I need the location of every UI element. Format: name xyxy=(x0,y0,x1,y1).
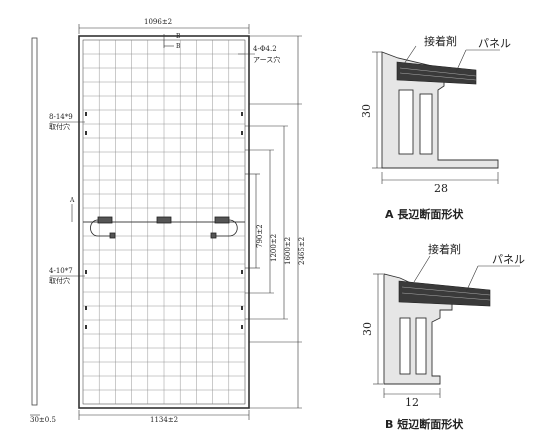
dim-1600: 1600±2 xyxy=(284,237,292,265)
section-b-dims xyxy=(373,255,520,398)
ground-holes-label: 4-Φ4.2 xyxy=(253,45,277,53)
section-a-glass xyxy=(396,61,477,85)
mount-holes-lower-text: 取付穴 xyxy=(49,276,70,285)
dimension-lines xyxy=(30,24,302,420)
section-a-height: 30 xyxy=(360,104,373,118)
side-view xyxy=(31,37,38,406)
section-mark-side: A xyxy=(69,197,75,204)
section-b-height: 30 xyxy=(361,322,374,336)
dim-2465: 2465±2 xyxy=(298,237,306,265)
section-a-width: 28 xyxy=(434,182,448,195)
ground-holes-text: アース穴 xyxy=(253,55,280,64)
junction-boxes xyxy=(90,216,238,239)
dim-790: 790±2 xyxy=(256,224,264,248)
section-b-caption: B 短辺断面形状 xyxy=(385,418,464,431)
top-width-label: 1096±2 xyxy=(144,18,172,26)
section-a-caption: A 長辺断面形状 xyxy=(385,208,464,221)
mount-holes xyxy=(85,112,243,329)
mount-holes-upper: 8-14*9 xyxy=(49,113,73,121)
section-a-adhesive: 接着剤 xyxy=(424,34,457,48)
mount-holes-upper-text: 取付穴 xyxy=(49,122,70,131)
section-b-adhesive: 接着剤 xyxy=(428,242,461,256)
dim-1200: 1200±2 xyxy=(270,234,278,262)
bottom-width-label: 1134±2 xyxy=(150,416,178,424)
section-a-panel: パネル xyxy=(478,37,511,50)
thickness-label: 30±0.5 xyxy=(30,416,56,424)
section-b-panel: パネル xyxy=(492,253,525,266)
section-mark-top: B xyxy=(176,33,181,40)
mount-holes-lower: 4-10*7 xyxy=(49,267,73,275)
section-mark-bottom: B xyxy=(176,43,181,50)
section-b-width: 12 xyxy=(405,396,419,409)
section-a-dims xyxy=(372,45,500,184)
section-b-glass xyxy=(398,280,491,307)
